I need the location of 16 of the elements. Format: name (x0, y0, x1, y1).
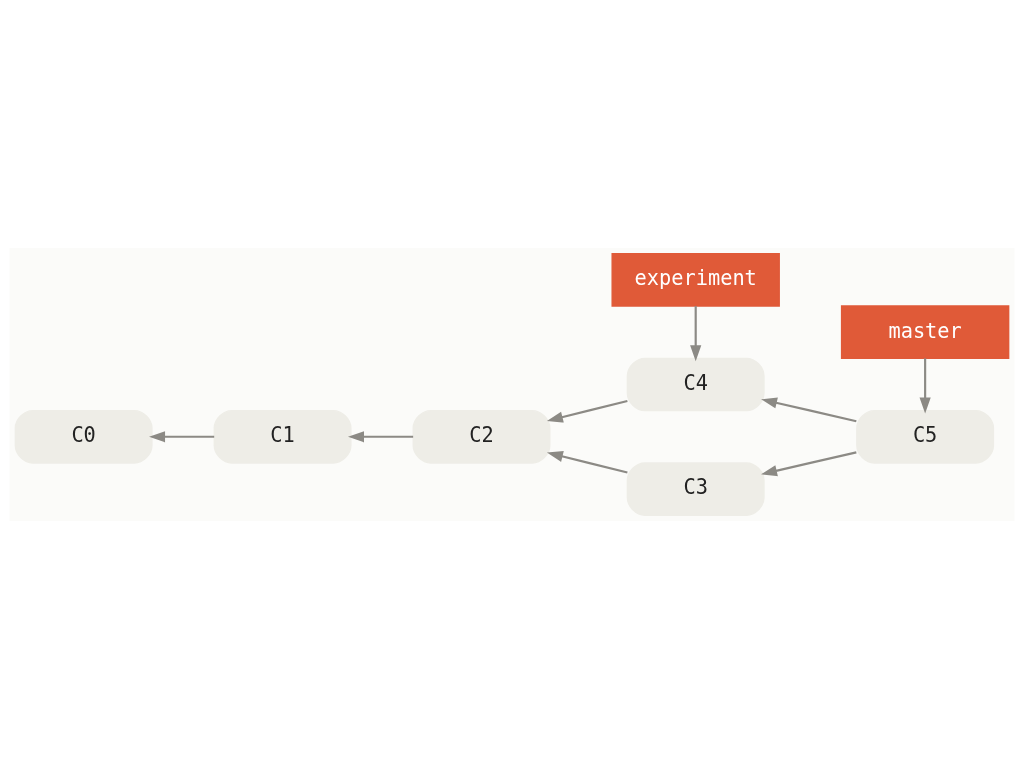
node-box: C1 (213, 409, 352, 464)
node-box: C4 (626, 357, 765, 411)
arrow (919, 357, 931, 414)
node-box: C3 (626, 461, 765, 516)
arrow (546, 450, 628, 474)
node-box: master (840, 304, 1010, 359)
arrow (761, 396, 857, 422)
arrow (348, 430, 414, 442)
arrow (761, 450, 857, 476)
node-box: C2 (412, 409, 551, 464)
arrow (546, 399, 628, 423)
arrow (149, 430, 215, 442)
node-box: C0 (14, 409, 153, 464)
node-box: C5 (856, 409, 995, 464)
arrow (690, 305, 702, 361)
node-box: experiment (611, 252, 780, 307)
